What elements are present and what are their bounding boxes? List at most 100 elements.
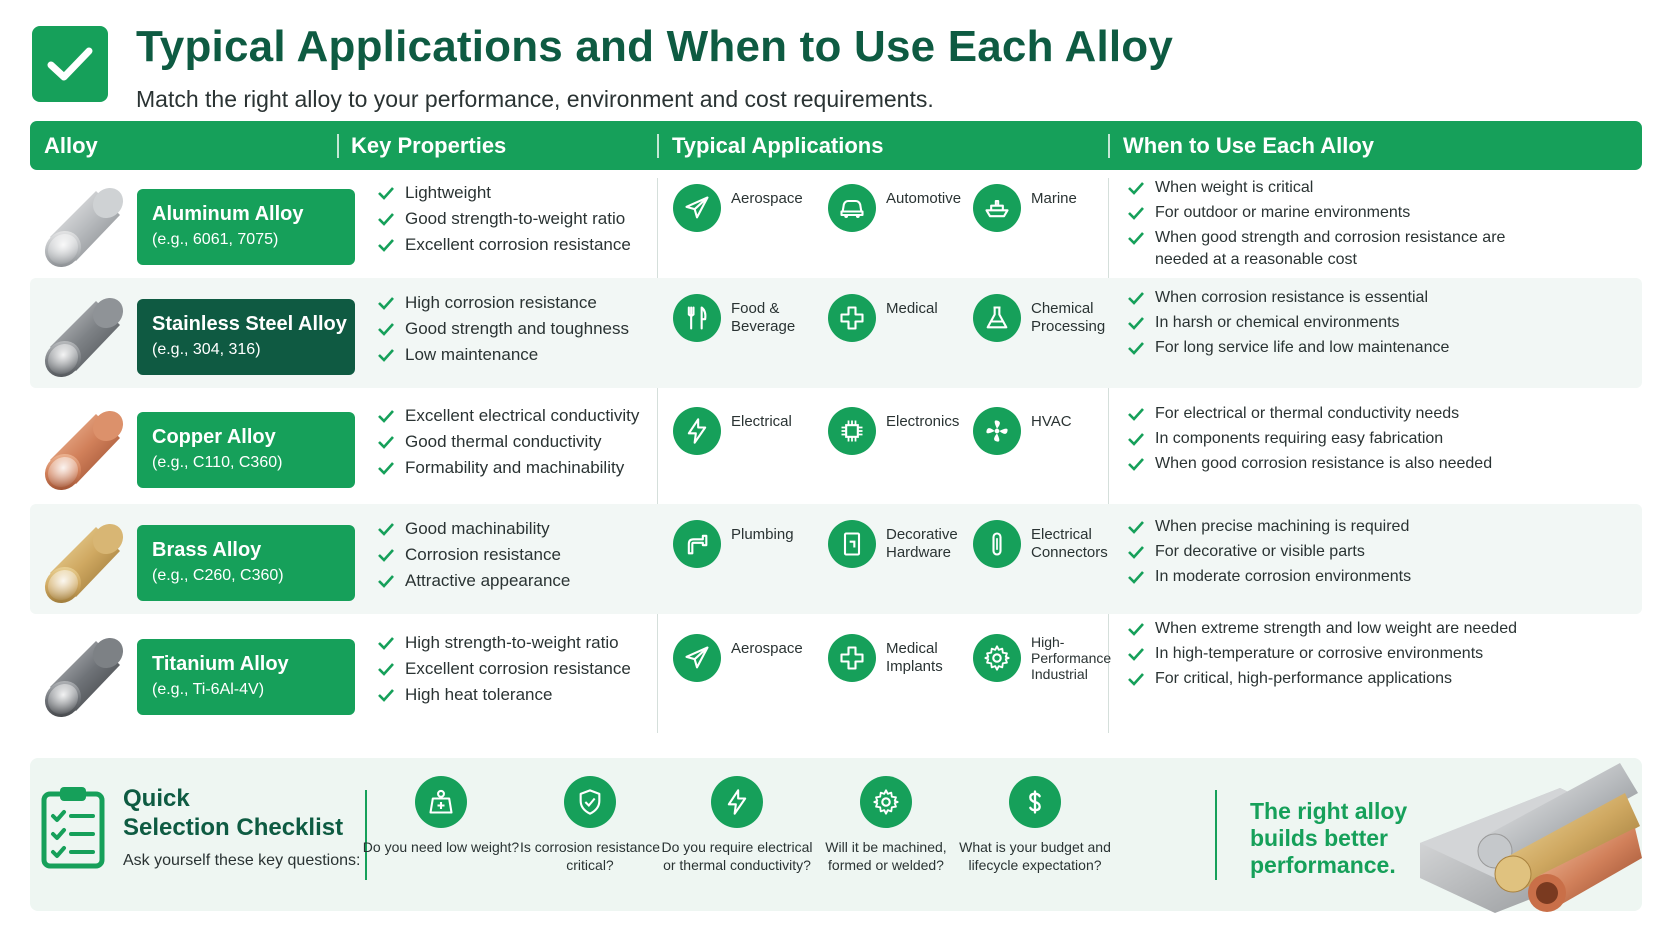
- fork-knife-icon: [673, 294, 721, 342]
- medical-cross-icon: [828, 634, 876, 682]
- column-header-applications: Typical Applications: [672, 133, 884, 158]
- check-icon: [378, 523, 394, 536]
- question-corrosion-resistance: Is corrosion resistance critical?: [510, 776, 670, 874]
- gear-icon: [860, 776, 912, 828]
- checklist-divider: [1215, 790, 1217, 880]
- checklist-divider: [365, 790, 367, 880]
- when-to-use: When extreme strength and low weight are…: [1128, 618, 1638, 693]
- airplane-icon: [673, 184, 721, 232]
- when-item: For decorative or visible parts: [1128, 541, 1638, 563]
- airplane-icon: [673, 634, 721, 682]
- check-icon: [1128, 521, 1144, 534]
- key-properties: Excellent electrical conductivity Good t…: [378, 403, 678, 481]
- when-item: When good strength and corrosion resista…: [1128, 227, 1508, 271]
- door-handle-icon: [828, 520, 876, 568]
- column-header-alloy: Alloy: [44, 133, 98, 158]
- key-properties: Good machinability Corrosion resistance …: [378, 516, 678, 594]
- when-to-use: When corrosion resistance is essential I…: [1128, 287, 1638, 362]
- check-icon: [1128, 571, 1144, 584]
- application-decorative-hardware: Decorative Hardware: [828, 516, 988, 576]
- connector-icon: [973, 520, 1021, 568]
- property-item: Lightweight: [378, 180, 678, 206]
- question-fabrication: Will it be machined, formed or welded?: [806, 776, 966, 874]
- property-item: Excellent corrosion resistance: [378, 232, 678, 258]
- column-divider: [657, 134, 659, 158]
- application-aerospace: Aerospace: [673, 180, 833, 240]
- when-item: In moderate corrosion environments: [1128, 566, 1638, 588]
- check-icon: [378, 663, 394, 676]
- application-food-beverage: Food & Beverage: [673, 290, 833, 350]
- check-icon: [378, 349, 394, 362]
- column-divider: [337, 134, 339, 158]
- property-item: Low maintenance: [378, 342, 678, 368]
- dollar-icon: [1009, 776, 1061, 828]
- when-item: In harsh or chemical environments: [1128, 312, 1638, 334]
- flask-icon: [973, 294, 1021, 342]
- column-divider-line: [1108, 178, 1109, 733]
- alloy-label-aluminum: Aluminum Alloy (e.g., 6061, 7075): [137, 189, 355, 265]
- when-item: When good corrosion resistance is also n…: [1128, 453, 1638, 475]
- table-row-stainless-steel: Stainless Steel Alloy (e.g., 304, 316) H…: [30, 278, 1642, 388]
- question-low-weight: Do you need low weight?: [361, 776, 521, 856]
- weight-icon: [415, 776, 467, 828]
- when-item: In high-temperature or corrosive environ…: [1128, 643, 1638, 665]
- table-header: Alloy Key Properties Typical Application…: [30, 121, 1642, 170]
- property-item: Excellent electrical conductivity: [378, 403, 678, 429]
- clipboard-checklist-icon: [41, 787, 105, 869]
- checklist-subtitle: Ask yourself these key questions:: [123, 852, 361, 869]
- check-icon: [378, 213, 394, 226]
- check-icon: [1128, 232, 1144, 245]
- application-hvac: HVAC: [973, 403, 1133, 463]
- column-divider: [1108, 134, 1110, 158]
- check-icon: [1128, 292, 1144, 305]
- property-item: Formability and machinability: [378, 455, 678, 481]
- medical-cross-icon: [828, 294, 876, 342]
- check-icon: [378, 549, 394, 562]
- check-icon: [1128, 648, 1144, 661]
- check-icon: [378, 637, 394, 650]
- table-row-titanium: Titanium Alloy (e.g., Ti-6Al-4V) High st…: [30, 618, 1642, 728]
- when-item: When corrosion resistance is essential: [1128, 287, 1638, 309]
- quick-selection-checklist: Quick Selection Checklist Ask yourself t…: [30, 758, 1642, 913]
- when-item: For long service life and low maintenanc…: [1128, 337, 1638, 359]
- check-icon: [378, 297, 394, 310]
- titanium-cylinder-icon: [44, 637, 124, 718]
- metal-bars-illustration: [1420, 763, 1642, 913]
- table-row-copper: Copper Alloy (e.g., C110, C360) Excellen…: [30, 391, 1642, 501]
- property-item: Corrosion resistance: [378, 542, 678, 568]
- chip-icon: [828, 407, 876, 455]
- gear-icon: [973, 634, 1021, 682]
- check-icon: [378, 239, 394, 252]
- page-title: Typical Applications and When to Use Eac…: [136, 22, 1174, 71]
- copper-cylinder-icon: [44, 410, 124, 491]
- column-header-properties: Key Properties: [351, 133, 507, 158]
- alloy-label-brass: Brass Alloy (e.g., C260, C360): [137, 525, 355, 601]
- shield-check-icon: [564, 776, 616, 828]
- check-icon: [378, 436, 394, 449]
- key-properties: Lightweight Good strength-to-weight rati…: [378, 180, 678, 258]
- column-divider-line: [657, 178, 658, 733]
- checklist-title: Quick Selection Checklist: [123, 785, 344, 841]
- when-item: In components requiring easy fabrication: [1128, 428, 1638, 450]
- property-item: High corrosion resistance: [378, 290, 678, 316]
- when-to-use: When precise machining is required For d…: [1128, 516, 1638, 591]
- question-conductivity: Do you require electrical or thermal con…: [657, 776, 817, 874]
- property-item: Good machinability: [378, 516, 678, 542]
- application-medical-implants: Medical Implants: [828, 630, 988, 690]
- check-icon: [378, 462, 394, 475]
- check-icon: [1128, 408, 1144, 421]
- check-icon: [1128, 207, 1144, 220]
- check-icon: [1128, 673, 1144, 686]
- application-high-performance-industrial: High- Performance Industrial: [973, 624, 1133, 684]
- key-properties: High corrosion resistance Good strength …: [378, 290, 678, 368]
- checkmark-icon: [32, 26, 108, 102]
- property-item: Good thermal conductivity: [378, 429, 678, 455]
- lightning-icon: [711, 776, 763, 828]
- when-item: When weight is critical: [1128, 177, 1638, 199]
- property-item: Good strength and toughness: [378, 316, 678, 342]
- application-electrical-connectors: Electrical Connectors: [973, 516, 1133, 576]
- question-budget-lifecycle: What is your budget and lifecycle expect…: [955, 776, 1115, 874]
- application-medical: Medical: [828, 290, 988, 350]
- when-item: For electrical or thermal conductivity n…: [1128, 403, 1638, 425]
- table-row-brass: Brass Alloy (e.g., C260, C360) Good mach…: [30, 504, 1642, 614]
